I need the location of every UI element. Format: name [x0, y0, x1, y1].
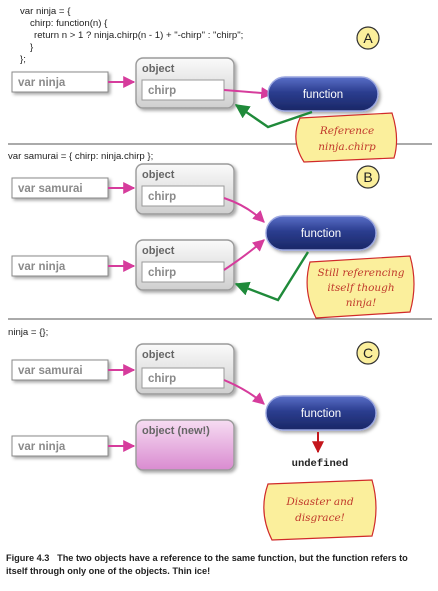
- code-line: var samurai = { chirp: ninja.chirp };: [8, 151, 153, 162]
- note-disaster: Disaster and disgrace!: [263, 479, 377, 541]
- code-line: }: [30, 42, 34, 53]
- svg-text:ninja.chirp: ninja.chirp: [318, 141, 376, 153]
- svg-text:itself though: itself though: [327, 282, 394, 294]
- var-samurai-box: var samurai: [11, 359, 109, 381]
- svg-text:chirp: chirp: [148, 373, 176, 385]
- svg-text:object: object: [142, 349, 175, 361]
- svg-text:A: A: [363, 30, 373, 46]
- svg-text:object: object: [142, 245, 175, 257]
- object-box: object chirp: [135, 57, 235, 109]
- note-still-referencing: Still referencing itself though ninja!: [306, 255, 415, 319]
- new-object-box: object (new!): [135, 419, 235, 471]
- marker-c: C: [356, 341, 380, 365]
- code-line: return n > 1 ? ninja.chirp(n - 1) + "-ch…: [34, 30, 243, 41]
- self-reference-arrow: [234, 104, 313, 129]
- svg-text:ninja!: ninja!: [346, 297, 377, 309]
- svg-text:chirp: chirp: [148, 267, 176, 279]
- svg-text:function: function: [303, 89, 343, 101]
- reference-arrow: [223, 197, 265, 223]
- marker-b: B: [356, 165, 380, 189]
- object-box: object chirp: [135, 163, 235, 215]
- note-reference: Reference ninja.chirp: [295, 112, 398, 163]
- svg-text:var ninja: var ninja: [18, 441, 66, 453]
- reference-arrow: [223, 239, 265, 271]
- object-box: object chirp: [135, 343, 235, 395]
- svg-text:var ninja: var ninja: [18, 77, 66, 89]
- svg-text:function: function: [301, 408, 341, 420]
- figure-caption: Figure 4.3 The two objects have a refere…: [6, 552, 430, 577]
- code-line: var ninja = {: [20, 6, 71, 17]
- svg-text:chirp: chirp: [148, 191, 176, 203]
- svg-text:Disaster and: Disaster and: [285, 496, 354, 508]
- reference-arrow: [223, 379, 265, 405]
- code-line: };: [20, 54, 26, 65]
- svg-text:B: B: [363, 169, 372, 185]
- var-ninja-box: var ninja: [11, 435, 109, 457]
- svg-text:object (new!): object (new!): [142, 425, 210, 437]
- function-pill: function: [265, 395, 377, 431]
- marker-a: A: [356, 26, 380, 50]
- svg-text:var ninja: var ninja: [18, 261, 66, 273]
- var-ninja-box: var ninja: [11, 255, 109, 277]
- figure-caption-text: The two objects have a reference to the …: [6, 553, 408, 576]
- object-box: object chirp: [135, 239, 235, 291]
- code-line: ninja = {};: [8, 327, 48, 338]
- self-reference-arrow: [234, 251, 310, 302]
- svg-text:var samurai: var samurai: [18, 365, 83, 377]
- svg-text:object: object: [142, 63, 175, 75]
- undefined-label: undefined: [292, 458, 349, 470]
- svg-text:Still referencing: Still referencing: [318, 267, 405, 279]
- code-line: chirp: function(n) {: [30, 18, 108, 29]
- var-samurai-box: var samurai: [11, 177, 109, 199]
- function-pill: function: [265, 215, 377, 251]
- svg-text:var samurai: var samurai: [18, 183, 83, 195]
- svg-text:function: function: [301, 228, 341, 240]
- var-ninja-box: var ninja: [11, 71, 109, 93]
- function-pill: function: [267, 76, 379, 112]
- svg-text:disgrace!: disgrace!: [295, 512, 345, 524]
- svg-text:chirp: chirp: [148, 85, 176, 97]
- svg-text:object: object: [142, 169, 175, 181]
- figure-caption-label: Figure 4.3: [6, 553, 50, 563]
- svg-text:C: C: [363, 345, 373, 361]
- svg-text:Reference: Reference: [319, 125, 374, 137]
